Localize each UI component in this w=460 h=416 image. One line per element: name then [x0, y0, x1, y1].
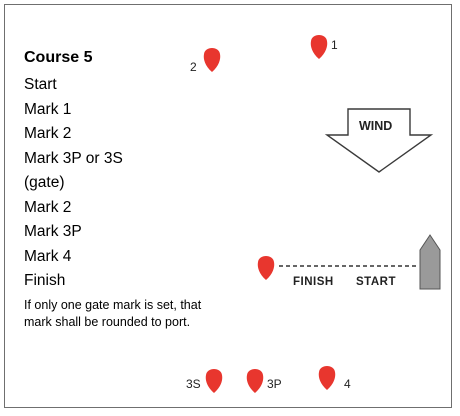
course-title: Course 5: [24, 49, 93, 66]
gate-note: If only one gate mark is set, that mark …: [24, 298, 202, 329]
mark-3p-buoy-icon: [246, 369, 264, 393]
sequence-item: Mark 1: [24, 100, 72, 118]
mark-4-label: 4: [344, 377, 351, 391]
course-sequence: Start Mark 1 Mark 2 Mark 3P or 3S (gate)…: [24, 73, 123, 294]
wind-label: WIND: [359, 119, 393, 133]
sequence-item: (gate): [24, 174, 65, 191]
finish-mark-buoy-icon: [257, 256, 275, 280]
start-label: START: [356, 276, 396, 288]
diagram-frame: [4, 4, 452, 408]
mark-4-buoy-icon: [318, 366, 336, 390]
sequence-item: Finish: [24, 272, 66, 289]
mark-2-buoy-icon: [203, 48, 221, 72]
sequence-item: Start: [24, 76, 57, 93]
sequence-item: Mark 3P or 3S: [24, 149, 123, 167]
mark-3s-buoy-icon: [205, 369, 223, 393]
sequence-item: Mark 4: [24, 247, 72, 265]
mark-3p-label: 3P: [267, 377, 282, 391]
mark-2-label: 2: [190, 60, 197, 74]
mark-3s-label: 3S: [186, 377, 201, 391]
committee-boat-icon: [419, 234, 441, 290]
sequence-item: Mark 2: [24, 125, 72, 142]
sequence-item: Mark 3P: [24, 223, 82, 240]
mark-1-label: 1: [331, 38, 338, 52]
wind-arrow: [324, 108, 434, 173]
finish-label: FINISH: [293, 276, 334, 288]
sequence-item: Mark 2: [24, 198, 72, 216]
mark-1-buoy-icon: [310, 35, 328, 59]
